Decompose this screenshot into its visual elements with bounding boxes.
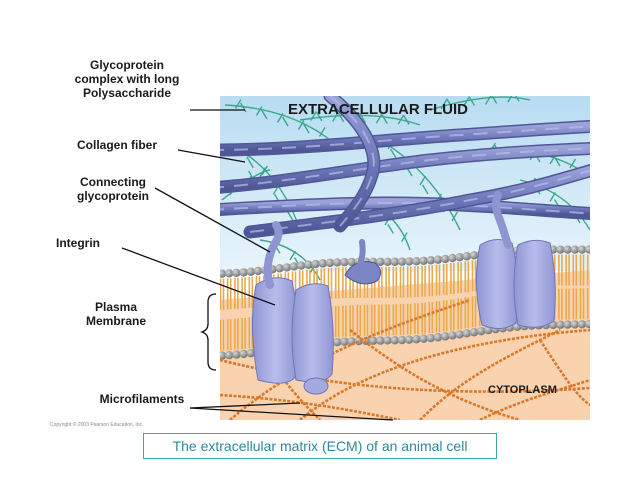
microfilament-network <box>220 298 590 420</box>
pointer-lines <box>121 109 394 421</box>
connecting-glycoprotein-line-2: glycoprotein <box>76 189 149 203</box>
plasma-membrane-line-2: Membrane <box>85 314 147 328</box>
connecting-glycoprotein-line-1: Connecting <box>80 175 146 189</box>
collagen-fibers <box>220 96 590 239</box>
extracellular-fluid-label: EXTRACELLULAR FLUID <box>288 101 468 118</box>
cytoplasm-label: CYTOPLASM <box>488 384 557 396</box>
integrin-left <box>251 221 334 395</box>
connecting-glycoprotein-label: Connecting glycoprotein <box>68 175 158 203</box>
glycoprotein-complex-line-2: complex with long <box>74 72 180 86</box>
figure-caption: The extracellular matrix (ECM) of an ani… <box>143 433 497 459</box>
membrane-bracket <box>199 293 217 371</box>
collagen-fiber-label: Collagen fiber <box>76 138 157 152</box>
microfilaments-label: Microfilaments <box>99 392 185 406</box>
integrin-label: Integrin <box>56 236 100 250</box>
glycoprotein-complex-line-3: Polysaccharide <box>82 86 172 100</box>
glycoprotein-complex-label: Glycoprotein complex with long Polysacch… <box>62 58 192 100</box>
connecting-glycoprotein-blob <box>344 239 381 285</box>
copyright-notice: Copyright © 2003 Pearson Education, Inc. <box>50 422 144 428</box>
plasma-membrane-label: Plasma Membrane <box>76 300 156 328</box>
integrin-right <box>475 191 556 329</box>
glycoprotein-complex-line-1: Glycoprotein <box>89 58 164 72</box>
plasma-membrane-line-1: Plasma <box>94 300 138 314</box>
